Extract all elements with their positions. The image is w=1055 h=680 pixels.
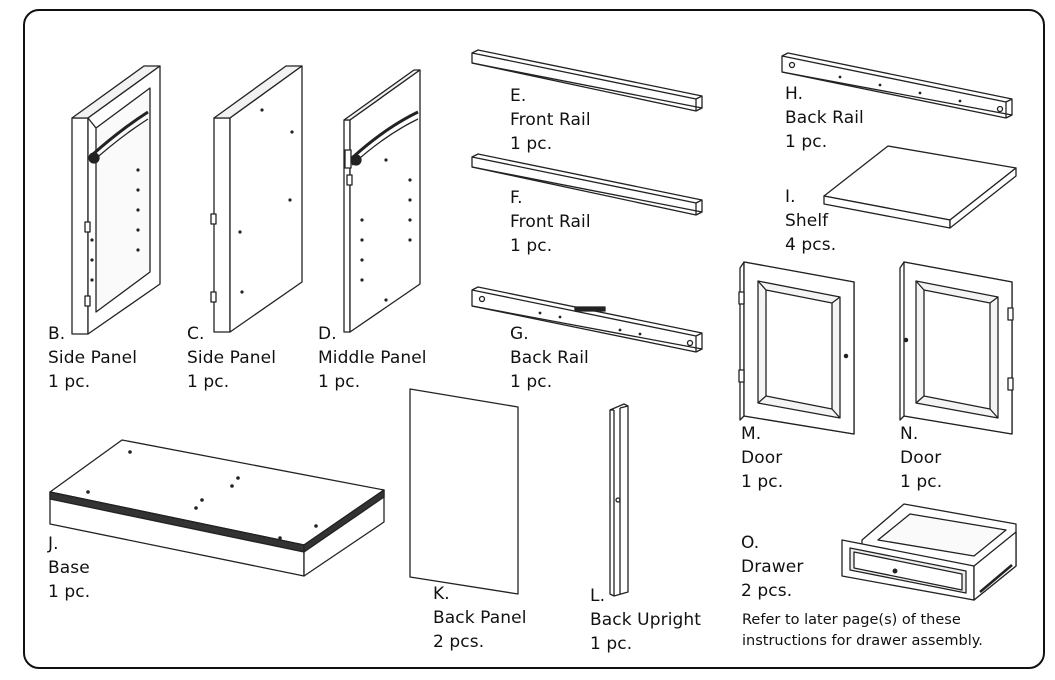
part-label-m: M. Door 1 pc. xyxy=(741,422,783,494)
part-name: Back Panel xyxy=(433,608,527,628)
part-letter: F. xyxy=(510,188,523,208)
part-qty: 1 pc. xyxy=(741,472,784,492)
part-qty: 1 pc. xyxy=(48,372,91,392)
middle-panel-d-drawing xyxy=(343,69,421,333)
side-panel-b-drawing xyxy=(71,65,161,335)
part-name: Door xyxy=(741,448,783,468)
part-qty: 4 pcs. xyxy=(785,235,837,255)
part-letter: L. xyxy=(590,586,606,606)
base-j-drawing xyxy=(49,439,385,577)
door-n-drawing xyxy=(899,261,1014,435)
part-name: Back Rail xyxy=(510,348,589,368)
back-panel-k-drawing xyxy=(409,388,519,595)
part-name: Door xyxy=(900,448,942,468)
part-name: Base xyxy=(48,558,90,578)
part-qty: 1 pc. xyxy=(785,132,828,152)
part-name: Drawer xyxy=(741,557,804,577)
part-qty: 2 pcs. xyxy=(433,632,485,652)
part-qty: 2 pcs. xyxy=(741,581,793,601)
part-qty: 1 pc. xyxy=(187,372,230,392)
drawer-assembly-note: Refer to later page(s) of these instruct… xyxy=(742,610,983,652)
part-label-j: J. Base 1 pc. xyxy=(48,532,90,604)
parts-frame xyxy=(23,9,1045,669)
part-qty: 1 pc. xyxy=(510,372,553,392)
part-qty: 1 pc. xyxy=(510,236,553,256)
part-name: Middle Panel xyxy=(318,348,427,368)
part-qty: 1 pc. xyxy=(48,582,91,602)
part-qty: 1 pc. xyxy=(590,634,633,654)
part-qty: 1 pc. xyxy=(900,472,943,492)
part-letter: B. xyxy=(48,324,66,344)
part-letter: K. xyxy=(433,584,450,604)
part-label-d: D. Middle Panel 1 pc. xyxy=(318,322,427,394)
part-label-n: N. Door 1 pc. xyxy=(900,422,942,494)
part-letter: C. xyxy=(187,324,205,344)
drawer-o-drawing xyxy=(841,503,1017,601)
part-letter: D. xyxy=(318,324,337,344)
part-letter: M. xyxy=(741,424,762,444)
shelf-i-drawing xyxy=(823,145,1017,229)
part-qty: 1 pc. xyxy=(510,134,553,154)
part-name: Back Rail xyxy=(785,108,864,128)
part-label-i: I. Shelf 4 pcs. xyxy=(785,185,836,257)
part-letter: O. xyxy=(741,533,760,553)
part-label-c: C. Side Panel 1 pc. xyxy=(187,322,276,394)
part-name: Side Panel xyxy=(187,348,277,368)
part-label-b: B. Side Panel 1 pc. xyxy=(48,322,137,394)
note-line-2: instructions for drawer assembly. xyxy=(742,633,983,649)
front-rail-e-drawing xyxy=(471,49,703,112)
part-name: Front Rail xyxy=(510,110,591,130)
part-letter: N. xyxy=(900,424,919,444)
part-label-h: H. Back Rail 1 pc. xyxy=(785,82,864,154)
part-label-g: G. Back Rail 1 pc. xyxy=(510,322,589,394)
part-letter: G. xyxy=(510,324,529,344)
note-line-1: Refer to later page(s) of these xyxy=(742,612,961,628)
back-rail-h-drawing xyxy=(781,52,1013,119)
part-name: Front Rail xyxy=(510,212,591,232)
part-label-o: O. Drawer 2 pcs. xyxy=(741,531,803,603)
back-upright-l-drawing xyxy=(609,403,629,597)
part-letter: J. xyxy=(48,534,59,554)
part-label-l: L. Back Upright 1 pc. xyxy=(590,584,701,656)
part-letter: I. xyxy=(785,187,796,207)
part-name: Side Panel xyxy=(48,348,138,368)
part-label-e: E. Front Rail 1 pc. xyxy=(510,84,591,156)
side-panel-c-drawing xyxy=(210,65,303,333)
front-rail-f-drawing xyxy=(471,153,703,216)
part-name: Back Upright xyxy=(590,610,702,630)
part-label-k: K. Back Panel 2 pcs. xyxy=(433,582,527,654)
back-rail-g-drawing xyxy=(471,286,703,353)
part-qty: 1 pc. xyxy=(318,372,361,392)
part-label-f: F. Front Rail 1 pc. xyxy=(510,186,591,258)
door-m-drawing xyxy=(738,261,855,435)
part-letter: E. xyxy=(510,86,527,106)
part-name: Shelf xyxy=(785,211,829,231)
part-letter: H. xyxy=(785,84,804,104)
